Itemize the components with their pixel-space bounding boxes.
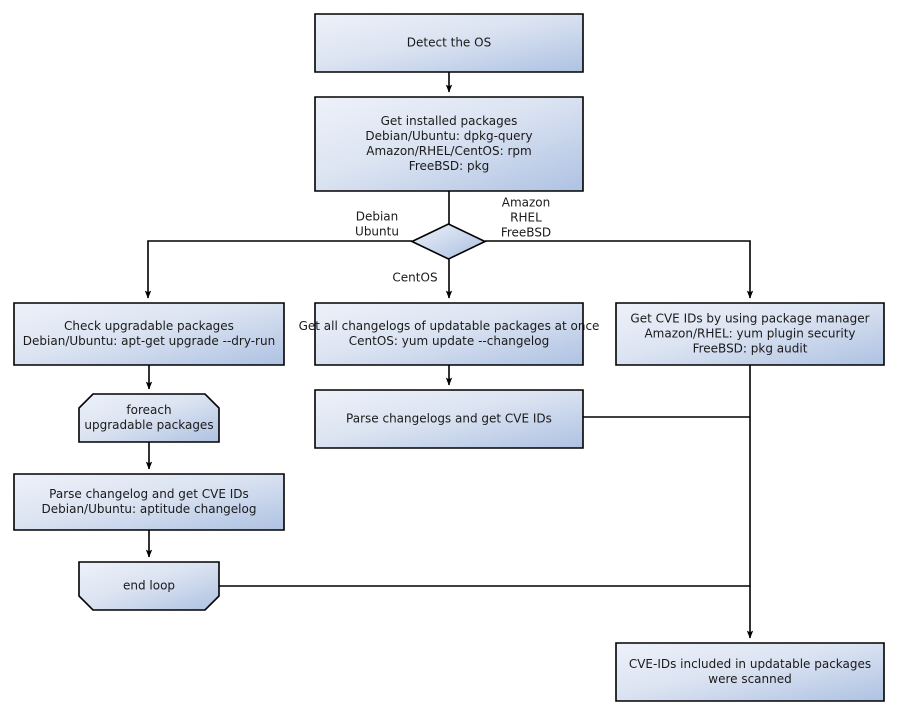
edge-label-text: RHEL xyxy=(510,211,542,225)
node-label-check-upgradable-packages: Check upgradable packages xyxy=(64,319,234,333)
node-get-all-changelogs[interactable]: Get all changelogs of updatable packages… xyxy=(299,302,600,366)
node-shape-parse-changelog-get-cve-ids xyxy=(13,473,285,531)
edge-label-text: Debian xyxy=(356,210,399,224)
node-shape-get-installed-packages xyxy=(314,96,584,192)
edges-layer xyxy=(144,72,754,639)
node-label-get-installed-packages: Get installed packages xyxy=(381,114,518,128)
node-shape-get-cve-ids-package-manager xyxy=(615,302,885,366)
node-os-decision[interactable] xyxy=(410,223,487,260)
node-label-get-installed-packages: FreeBSD: pkg xyxy=(409,159,489,173)
edge-label-label-centos: CentOS xyxy=(392,271,437,285)
node-label-detect-os: Detect the OS xyxy=(407,36,491,50)
node-cve-ids-scanned[interactable]: CVE-IDs included in updatable packageswe… xyxy=(615,642,885,702)
edge-label-text: FreeBSD xyxy=(501,226,551,240)
node-label-parse-changelog-get-cve-ids: Debian/Ubuntu: aptitude changelog xyxy=(42,502,257,516)
node-check-upgradable-packages[interactable]: Check upgradable packagesDebian/Ubuntu: … xyxy=(13,302,285,366)
node-label-get-cve-ids-package-manager: FreeBSD: pkg audit xyxy=(693,342,808,356)
node-label-get-cve-ids-package-manager: Get CVE IDs by using package manager xyxy=(630,312,869,326)
edge-label-text: Ubuntu xyxy=(355,225,399,239)
node-label-get-installed-packages: Amazon/RHEL/CentOS: rpm xyxy=(366,144,531,158)
node-label-cve-ids-scanned: were scanned xyxy=(708,672,791,686)
edge-label-text: Amazon xyxy=(502,196,551,210)
node-shape-check-upgradable-packages xyxy=(13,302,285,366)
node-label-foreach-upgradable-packages: upgradable packages xyxy=(84,418,213,432)
node-shape-cve-ids-scanned xyxy=(615,642,885,702)
node-label-get-all-changelogs: CentOS: yum update --changelog xyxy=(349,334,549,348)
node-label-get-installed-packages: Debian/Ubuntu: dpkg-query xyxy=(365,129,532,143)
node-label-foreach-upgradable-packages: foreach xyxy=(126,403,171,417)
node-label-cve-ids-scanned: CVE-IDs included in updatable packages xyxy=(629,657,871,671)
node-parse-changelog-get-cve-ids[interactable]: Parse changelog and get CVE IDsDebian/Ub… xyxy=(13,473,285,531)
node-label-get-cve-ids-package-manager: Amazon/RHEL: yum plugin security xyxy=(644,327,855,341)
node-get-cve-ids-package-manager[interactable]: Get CVE IDs by using package managerAmaz… xyxy=(615,302,885,366)
node-label-parse-changelogs-get-cve-ids: Parse changelogs and get CVE IDs xyxy=(346,412,552,426)
node-label-end-loop: end loop xyxy=(123,579,175,593)
node-shape-get-all-changelogs xyxy=(314,302,584,366)
node-shape-parse-changelogs-get-cve-ids xyxy=(314,389,584,449)
node-label-check-upgradable-packages: Debian/Ubuntu: apt-get upgrade --dry-run xyxy=(23,334,275,348)
node-end-loop[interactable]: end loop xyxy=(78,561,220,611)
node-detect-os[interactable]: Detect the OS xyxy=(314,13,584,73)
node-label-get-all-changelogs: Get all changelogs of updatable packages… xyxy=(299,319,600,333)
node-label-parse-changelog-get-cve-ids: Parse changelog and get CVE IDs xyxy=(49,487,249,501)
node-parse-changelogs-get-cve-ids[interactable]: Parse changelogs and get CVE IDs xyxy=(314,389,584,449)
node-shape-detect-os xyxy=(314,13,584,73)
edge-decision-to-amazon xyxy=(485,240,754,299)
edge-decision-to-debian xyxy=(144,240,412,299)
node-shape-os-decision xyxy=(410,223,487,260)
edge-label-text: CentOS xyxy=(392,271,437,285)
node-shape-foreach-upgradable-packages xyxy=(78,393,220,443)
node-shape-end-loop xyxy=(78,561,220,611)
